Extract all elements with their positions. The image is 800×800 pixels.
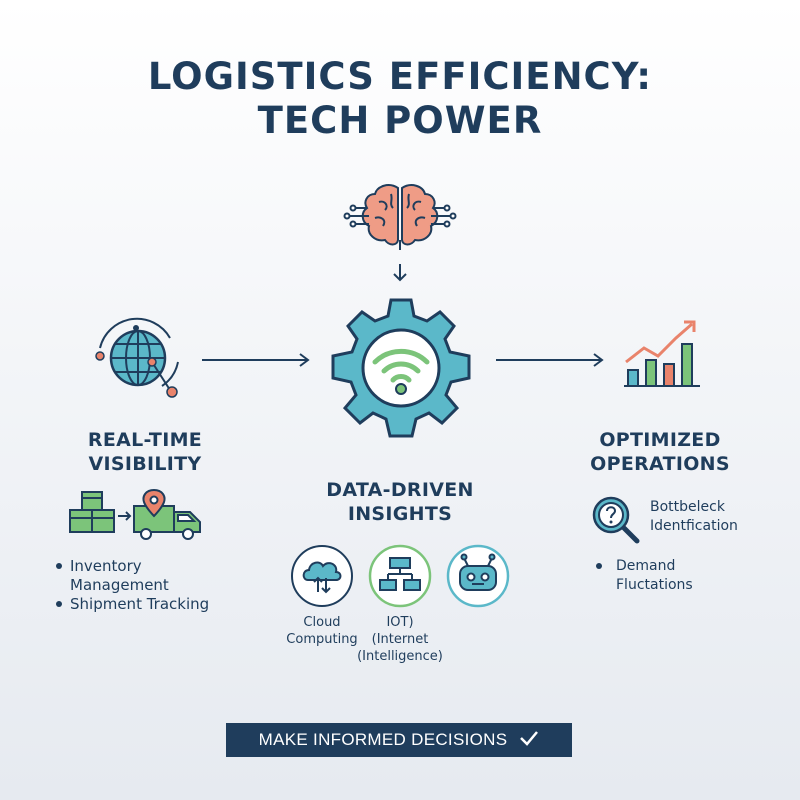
page-title-line-1: LOGISTICS EFFICIENCY: bbox=[147, 55, 653, 98]
bullet-text: Fluctations bbox=[616, 577, 693, 593]
cloud-computing-icon bbox=[291, 545, 353, 607]
bullet-dot bbox=[56, 601, 62, 607]
bullet-text: Management bbox=[70, 576, 169, 594]
magnifier-question-icon bbox=[592, 496, 640, 544]
cloud-computing-label: Cloud Computing bbox=[270, 614, 374, 648]
robot-icon bbox=[446, 544, 510, 608]
tech-label-line: IOT) bbox=[386, 615, 414, 630]
arrow-right-left bbox=[202, 353, 310, 367]
make-informed-decisions-banner: MAKE INFORMED DECISIONS bbox=[226, 723, 572, 757]
left-bullet-list: Inventory Management Shipment Tracking bbox=[56, 557, 256, 614]
item-text: Identfication bbox=[650, 518, 738, 534]
arrow-right-right bbox=[496, 353, 604, 367]
center-heading-line-2: INSIGHTS bbox=[347, 503, 453, 525]
growth-chart-icon bbox=[624, 320, 700, 387]
boxes-truck-icon bbox=[69, 488, 201, 540]
item-text: Bottbeleck bbox=[650, 499, 725, 515]
iot-network-icon bbox=[368, 544, 432, 608]
checkmark-icon bbox=[519, 730, 539, 751]
bullet-text: Shipment Tracking bbox=[70, 595, 210, 613]
right-heading-line-1: OPTIMIZED bbox=[599, 429, 721, 451]
list-item: Demand Fluctations bbox=[596, 557, 766, 595]
banner-label: MAKE INFORMED DECISIONS bbox=[258, 730, 508, 749]
gear-wifi-icon bbox=[331, 298, 471, 438]
page-title-line-2: TECH POWER bbox=[257, 99, 543, 142]
bottleneck-item: Bottbeleck Identfication bbox=[650, 498, 790, 536]
bullet-dot bbox=[596, 563, 602, 569]
arrow-down-icon bbox=[393, 264, 407, 282]
list-item: Inventory Management bbox=[56, 557, 256, 595]
left-heading-line-1: REAL-TIME bbox=[87, 429, 203, 451]
center-heading-line-1: DATA-DRIVEN bbox=[326, 479, 474, 501]
bullet-text: Inventory bbox=[70, 557, 142, 575]
iot-label: IOT) (Internet (Intelligence) bbox=[348, 614, 452, 665]
right-bullet-list: Demand Fluctations bbox=[596, 557, 766, 595]
brain-icon bbox=[343, 184, 457, 250]
right-heading-line-2: OPERATIONS bbox=[590, 453, 730, 475]
tech-label-line: (Internet bbox=[371, 632, 429, 647]
tech-label-line: Computing bbox=[286, 632, 358, 647]
tech-label-line: Cloud bbox=[303, 615, 341, 630]
tech-label-line: (Intelligence) bbox=[357, 649, 443, 664]
bullet-dot bbox=[56, 563, 62, 569]
globe-location-icon bbox=[95, 317, 179, 398]
bullet-text: Demand bbox=[616, 558, 676, 574]
list-item: Shipment Tracking bbox=[56, 595, 256, 614]
left-heading-line-2: VISIBILITY bbox=[88, 453, 202, 475]
